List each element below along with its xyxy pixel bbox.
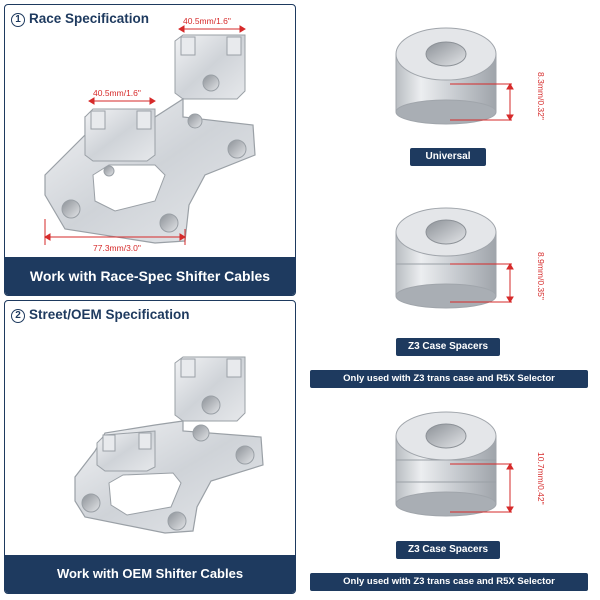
spacer-2-dim: 8.9mm/0.35" (536, 252, 546, 300)
spacer-3-note: Only used with Z3 trans case and R5X Sel… (310, 573, 588, 591)
street-banner: Work with OEM Shifter Cables (5, 555, 295, 593)
spacer-2-label: Z3 Case Spacers (396, 338, 500, 356)
race-spec-title: 1 Race Specification (11, 11, 149, 27)
spacer-3-label: Z3 Case Spacers (396, 541, 500, 559)
spacer-images (395, 27, 514, 517)
spacer-z3-8-9-image (395, 207, 497, 309)
spacer-1-dim: 8.3mm/0.32" (536, 72, 546, 120)
race-title-text: Race Specification (29, 11, 150, 26)
street-bracket-image (74, 356, 264, 534)
spacer-z3-10-7-image (395, 411, 497, 517)
spacer-universal-image (395, 27, 497, 125)
street-spec-title: 2 Street/OEM Specification (11, 307, 190, 323)
race-number-badge: 1 (11, 13, 25, 27)
spacer-1-label: Universal (410, 148, 486, 166)
street-title-text: Street/OEM Specification (29, 307, 190, 322)
spacer-3-dim: 10.7mm/0.42" (536, 452, 546, 505)
street-spec-panel: 2 Street/OEM Specification Work with OEM … (4, 300, 296, 594)
spacer-2-note: Only used with Z3 trans case and R5X Sel… (310, 370, 588, 388)
race-banner: Work with Race-Spec Shifter Cables (5, 257, 295, 295)
race-dim-mid: 40.5mm/1.6" (93, 88, 141, 98)
race-bracket-image (44, 25, 256, 245)
race-dim-bottom: 77.3mm/3.0" (93, 243, 141, 253)
race-spec-panel: 1 Race Specification (4, 4, 296, 296)
street-number-badge: 2 (11, 309, 25, 323)
race-dim-top: 40.5mm/1.6" (183, 16, 231, 26)
